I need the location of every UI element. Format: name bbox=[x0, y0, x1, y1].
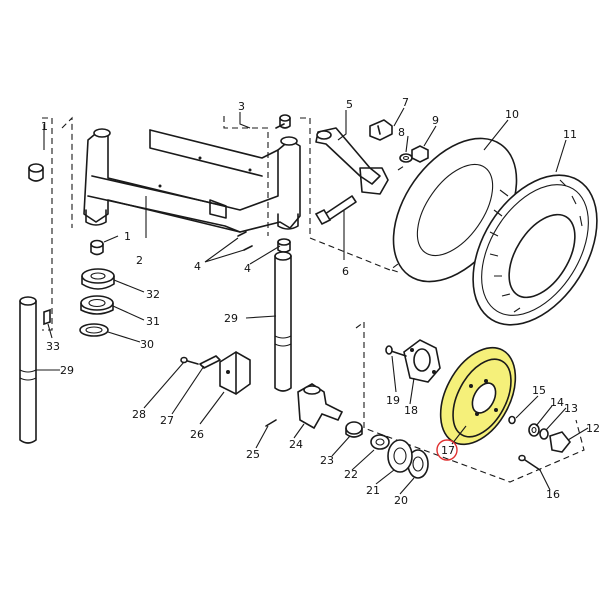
label-20: 20 bbox=[394, 494, 408, 507]
label-4-right: 4 bbox=[244, 262, 251, 275]
label-1-center: 1 bbox=[124, 230, 131, 243]
part-9-nut bbox=[411, 145, 429, 163]
part-5-steering-arm bbox=[315, 127, 389, 195]
part-24-knuckle bbox=[297, 383, 344, 430]
label-26: 26 bbox=[190, 428, 204, 441]
label-9: 9 bbox=[432, 114, 439, 127]
label-22: 22 bbox=[344, 468, 358, 481]
part-4-pins bbox=[237, 123, 291, 253]
label-10: 10 bbox=[505, 108, 519, 121]
bracket-hub bbox=[355, 320, 585, 483]
label-19: 19 bbox=[386, 394, 400, 407]
label-17-highlight-ring bbox=[436, 439, 458, 461]
label-31: 31 bbox=[146, 315, 160, 328]
part-11-tire bbox=[472, 174, 598, 326]
part-18-hub bbox=[403, 339, 441, 383]
label-17: 17 bbox=[441, 444, 455, 457]
part-26-bracket bbox=[219, 351, 251, 395]
bracket-wheel bbox=[391, 165, 405, 273]
part-12-hub-cap bbox=[549, 431, 572, 453]
label-28: 28 bbox=[132, 408, 146, 421]
label-29-left: 29 bbox=[60, 364, 74, 377]
label-32: 32 bbox=[146, 288, 160, 301]
part-25-pin bbox=[265, 419, 277, 427]
bracket-left bbox=[42, 117, 53, 331]
label-18: 18 bbox=[404, 404, 418, 417]
part-27-clip bbox=[199, 355, 221, 369]
label-24: 24 bbox=[289, 438, 303, 451]
leader-lines bbox=[36, 107, 589, 495]
part-15-pin bbox=[508, 415, 516, 425]
label-3: 3 bbox=[238, 100, 245, 113]
bracket-3 bbox=[223, 116, 269, 236]
label-33: 33 bbox=[46, 340, 60, 353]
part-1-cap-center bbox=[90, 239, 104, 256]
part-13-nut bbox=[539, 428, 549, 440]
part-14-washer bbox=[528, 423, 540, 437]
part-29-spindle-left bbox=[19, 296, 37, 444]
label-16: 16 bbox=[546, 488, 560, 501]
label-2: 2 bbox=[136, 254, 143, 267]
part-17-rim bbox=[439, 346, 517, 446]
label-7: 7 bbox=[402, 96, 409, 109]
part-31-seal bbox=[80, 295, 114, 315]
bracket-2 bbox=[61, 116, 73, 228]
label-4-left: 4 bbox=[194, 260, 201, 273]
part-22-washer bbox=[370, 434, 390, 450]
label-12: 12 bbox=[586, 422, 600, 435]
label-30: 30 bbox=[140, 338, 154, 351]
label-14: 14 bbox=[550, 396, 564, 409]
part-labels: 1 1 2 3 4 4 5 6 7 8 9 10 11 12 13 14 15 … bbox=[41, 96, 600, 507]
bracket-5 bbox=[300, 117, 399, 271]
part-29-spindle-center bbox=[274, 251, 292, 392]
label-23: 23 bbox=[320, 454, 334, 467]
label-29-center: 29 bbox=[224, 312, 238, 325]
part-33-key bbox=[43, 308, 51, 326]
part-7-clevis bbox=[369, 119, 393, 141]
label-13: 13 bbox=[564, 402, 578, 415]
label-21: 21 bbox=[366, 484, 380, 497]
part-16-bolt bbox=[518, 454, 541, 471]
label-25: 25 bbox=[246, 448, 260, 461]
part-30-washer bbox=[79, 323, 109, 337]
part-21-bearing bbox=[387, 439, 413, 473]
part-8-nut bbox=[399, 153, 413, 163]
label-6: 6 bbox=[342, 265, 349, 278]
label-8: 8 bbox=[398, 126, 405, 139]
label-11: 11 bbox=[563, 128, 577, 141]
label-1-left: 1 bbox=[41, 120, 48, 133]
label-27: 27 bbox=[160, 414, 174, 427]
part-23-seal bbox=[345, 421, 363, 438]
part-32-bearing bbox=[81, 268, 115, 290]
part-19-stud bbox=[385, 345, 407, 357]
part-1-cap-left bbox=[28, 163, 44, 182]
label-5: 5 bbox=[346, 98, 353, 111]
part-2-frame bbox=[83, 128, 301, 233]
part-6-bolt bbox=[314, 195, 357, 226]
label-15: 15 bbox=[532, 384, 546, 397]
